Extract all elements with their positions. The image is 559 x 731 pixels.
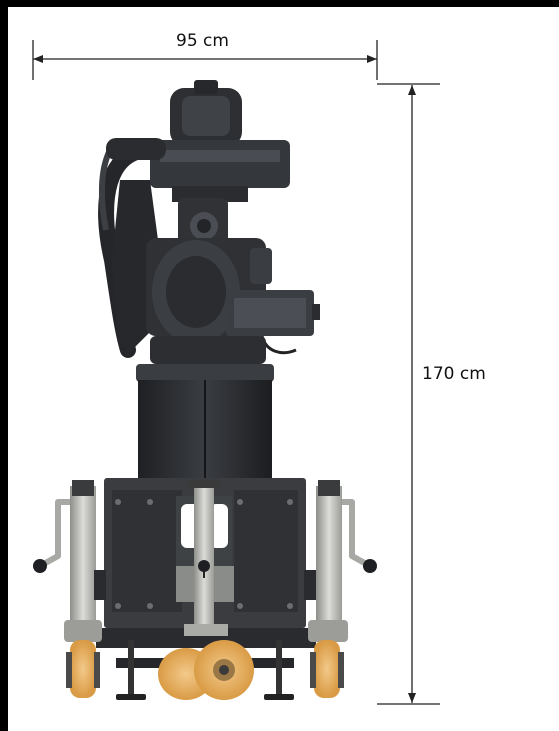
width-dimension-label: 95 cm <box>176 31 229 51</box>
right-rail <box>316 486 342 620</box>
mobile-base <box>96 478 316 700</box>
robot-arm <box>98 80 320 364</box>
pedestal-top-plate <box>136 364 274 382</box>
base-screws <box>115 499 293 609</box>
height-dimension-label: 170 cm <box>422 364 486 384</box>
width-arrow-right <box>367 55 377 63</box>
left-crank <box>38 499 70 569</box>
right-crank <box>342 499 372 569</box>
height-arrow-bottom <box>408 693 416 703</box>
leveling-feet <box>116 640 294 700</box>
forearm-housing <box>150 140 290 188</box>
base-joint <box>150 336 266 364</box>
height-arrow-top <box>408 85 416 95</box>
center-handle-rail <box>194 484 214 624</box>
pedestal <box>136 364 274 478</box>
right-outrigger <box>304 480 377 698</box>
center-knob <box>198 560 210 572</box>
left-rail <box>70 486 96 620</box>
left-outrigger <box>33 480 106 698</box>
height-dimension <box>377 83 440 705</box>
base-bottom-rail <box>96 628 316 648</box>
motor-cable <box>260 335 297 355</box>
left-wheel <box>70 640 96 698</box>
width-arrow-left <box>33 55 43 63</box>
width-dimension <box>32 40 378 80</box>
right-wheel <box>314 640 340 698</box>
